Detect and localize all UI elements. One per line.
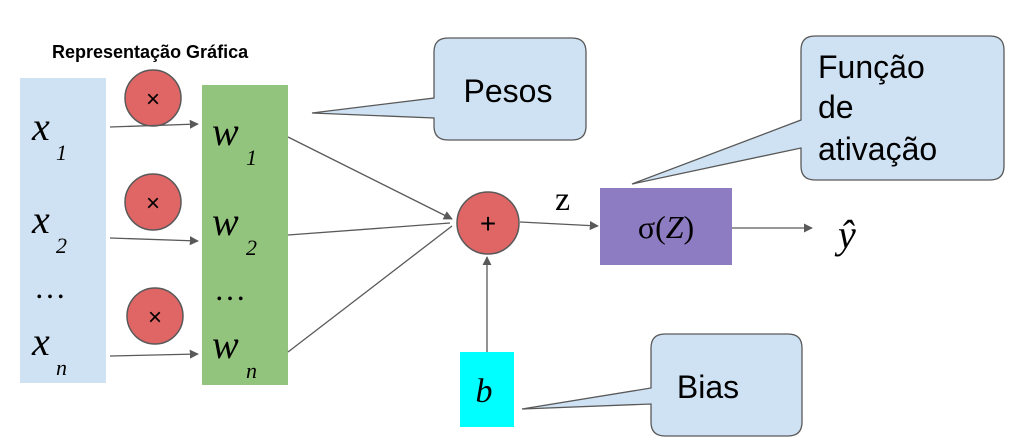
svg-text:w: w [212, 199, 239, 244]
svg-text:w: w [212, 109, 239, 154]
callout-pesos: Pesos [311, 37, 587, 141]
edge-w2-sum [287, 222, 451, 236]
bias-box: b [460, 352, 514, 427]
svg-text:n: n [56, 355, 67, 380]
svg-text:×: × [148, 304, 162, 331]
multiply-node-1: × [124, 69, 182, 127]
input-ellipsis: … [34, 269, 66, 305]
svg-text:de: de [818, 89, 854, 125]
svg-text:1: 1 [246, 145, 257, 170]
svg-text:w: w [212, 322, 239, 367]
multiply-node-n: × [126, 287, 184, 345]
svg-text:1: 1 [56, 140, 67, 165]
svg-text:x: x [31, 197, 50, 242]
svg-text:+: + [480, 208, 496, 239]
svg-text:x: x [31, 104, 50, 149]
z-label: z [555, 181, 570, 218]
svg-text:×: × [146, 86, 160, 113]
svg-text:b: b [476, 373, 493, 410]
callout-funcao-ativacao: Função de ativação [631, 35, 1005, 185]
svg-text:2: 2 [56, 233, 67, 258]
diagram-title: Representação Gráfica [52, 42, 249, 62]
svg-text:x: x [31, 319, 50, 364]
svg-text:Pesos: Pesos [464, 73, 553, 109]
input-x2: x 2 [31, 197, 67, 258]
weight-wn: w n [212, 322, 257, 383]
edge-x2-w2 [109, 236, 199, 246]
multiply-node-2: × [124, 173, 182, 231]
input-xn: x n [31, 319, 67, 380]
sum-node: + [456, 191, 520, 255]
edge-w1-sum [287, 136, 453, 220]
weight-ellipsis: … [214, 271, 246, 307]
svg-text:Bias: Bias [677, 369, 739, 405]
svg-text:×: × [146, 190, 160, 217]
edge-xn-wn [109, 349, 199, 359]
svg-text:ativação: ativação [818, 131, 937, 167]
input-column [20, 78, 106, 383]
activation-box: σ(Z) [600, 188, 732, 265]
edge-sum-activation [519, 221, 599, 231]
svg-text:n: n [246, 358, 257, 383]
svg-text:2: 2 [246, 235, 257, 260]
edge-wn-sum [287, 225, 453, 353]
svg-text:σ(Z): σ(Z) [638, 209, 694, 245]
edge-x1-w1 [109, 119, 199, 129]
callout-bias: Bias [521, 333, 803, 437]
weight-w2: w 2 [212, 199, 257, 260]
output-y-hat: ŷ [834, 212, 856, 257]
weight-w1: w 1 [212, 109, 257, 170]
input-x1: x 1 [31, 104, 67, 165]
svg-text:Função: Função [818, 49, 925, 85]
weight-column [202, 85, 288, 385]
